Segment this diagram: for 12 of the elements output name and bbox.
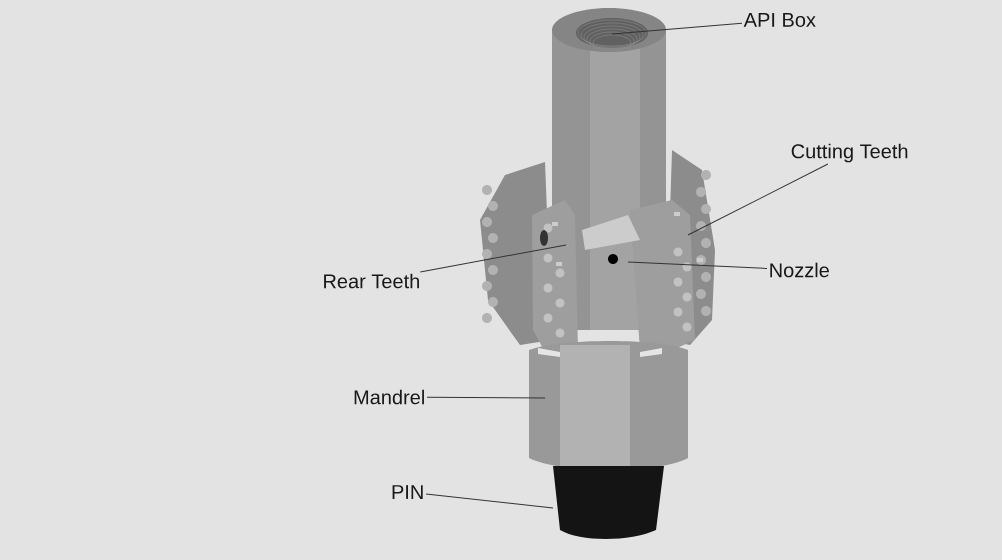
leader-line [425, 493, 554, 509]
part-label: PIN [392, 485, 423, 499]
leader-line [419, 244, 567, 273]
part-label: Rear Teeth [324, 273, 419, 289]
leader-line [611, 22, 743, 35]
part-label: Cutting Teeth [791, 143, 908, 163]
part-label: Nozzle [770, 262, 829, 278]
leader-line [426, 396, 546, 399]
part-label: Mandrel [354, 389, 424, 405]
leader-line [627, 261, 768, 269]
leader-line [687, 163, 829, 236]
part-label: API Box [743, 13, 816, 27]
